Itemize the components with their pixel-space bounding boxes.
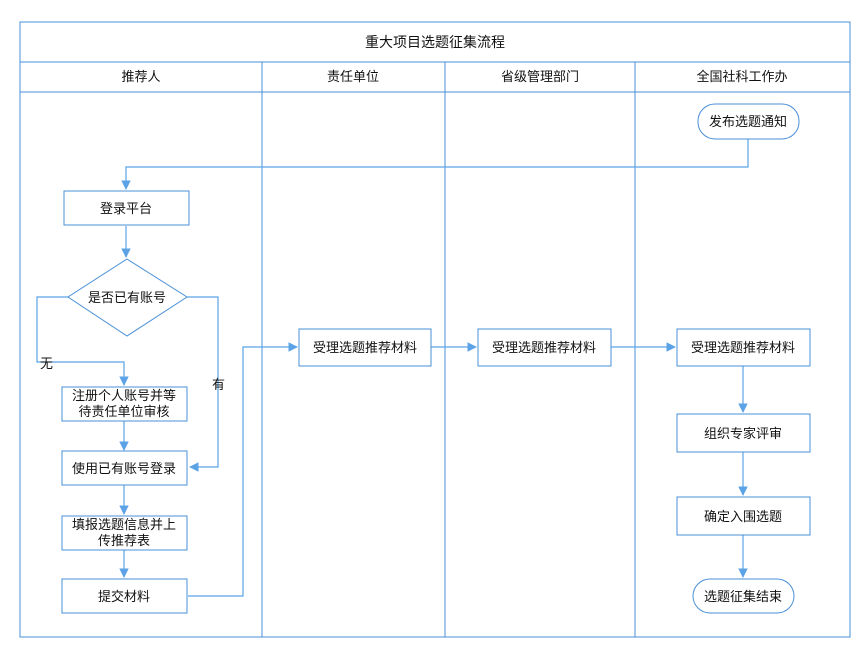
lane-header-responsible-unit: 责任单位	[327, 70, 379, 85]
node-has-account-decision	[67, 258, 188, 337]
node-register-account	[61, 386, 188, 422]
node-fill-line-1: 填报选题信息并上	[72, 517, 176, 533]
node-use-existing-label: 使用已有账号登录	[72, 461, 176, 477]
node-submit-label: 提交材料	[98, 589, 150, 605]
node-confirm-shortlist-label: 确定入围选题	[704, 510, 782, 525]
diagram-title: 重大项目选题征集流程	[365, 34, 505, 51]
node-confirm-shortlist	[676, 496, 811, 536]
node-expert-review-label: 组织专家评审	[704, 426, 782, 442]
node-province-accept-label: 受理选题推荐材料	[492, 341, 596, 356]
node-publish-notice-label: 发布选题通知	[709, 114, 787, 130]
node-login-platform	[63, 190, 190, 226]
node-register-line-2: 待责任单位审核	[78, 405, 169, 420]
lane-header-national-office: 全国社科工作办	[696, 69, 787, 85]
node-unit-accept-label: 受理选题推荐材料	[313, 341, 417, 356]
node-unit-accept	[298, 328, 432, 367]
node-use-existing-account	[61, 450, 188, 486]
node-has-account-label: 是否已有账号	[88, 291, 166, 306]
node-national-accept	[676, 328, 811, 367]
edge-label-yes: 有	[212, 378, 225, 393]
node-publish-notice	[697, 103, 800, 140]
swimlane-frame	[19, 21, 851, 638]
node-register-line-1: 注册个人账号并等	[72, 388, 176, 404]
edge-submit-to-unit	[188, 342, 298, 597]
edge-publish-to-login	[121, 139, 749, 190]
node-login-platform-label: 登录平台	[100, 202, 152, 217]
edge-decision-yes	[187, 296, 219, 472]
lane-header-provincial-dept: 省级管理部门	[501, 70, 579, 85]
node-fill-and-upload	[61, 515, 188, 551]
node-province-accept	[477, 328, 612, 367]
node-national-accept-label: 受理选题推荐材料	[691, 341, 795, 356]
edge-label-no: 无	[40, 357, 53, 372]
lane-header-recommender: 推荐人	[121, 70, 160, 85]
edge-decision-no	[36, 296, 129, 386]
node-collection-end-label: 选题征集结束	[704, 589, 782, 605]
node-submit-materials	[61, 578, 188, 614]
node-collection-end	[692, 578, 795, 614]
node-fill-line-2: 传推荐表	[98, 534, 150, 549]
node-expert-review	[676, 413, 811, 453]
